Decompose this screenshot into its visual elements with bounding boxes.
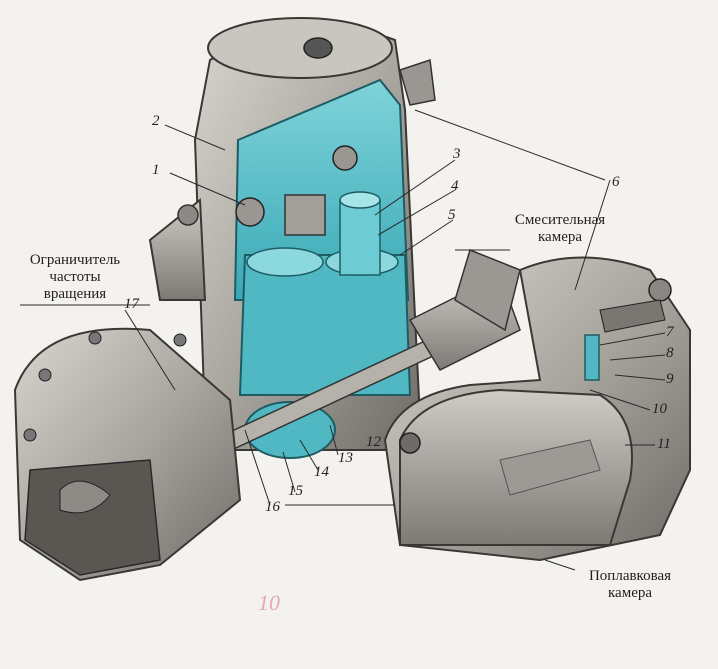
callout-2: 2 — [152, 113, 160, 129]
callout-4: 4 — [451, 178, 459, 194]
cutaway-section — [233, 78, 412, 459]
callout-11: 11 — [657, 436, 671, 452]
callout-8: 8 — [666, 345, 674, 361]
caption-rev-limiter-line-3: вращения — [43, 286, 107, 302]
rev-limiter-housing — [13, 327, 242, 582]
page-mark: 10 — [258, 590, 280, 615]
caption-mixing-chamber-line-2: камера — [537, 229, 583, 245]
callout-7: 7 — [666, 324, 674, 340]
callout-10: 10 — [652, 401, 667, 417]
float-chamber-housing — [383, 256, 691, 562]
caption-float-chamber-line-2: камера — [607, 585, 653, 601]
callout-5: 5 — [448, 207, 456, 223]
caption-rev-limiter: Ограничитель частоты вращения — [5, 252, 145, 303]
callout-9: 9 — [666, 371, 674, 387]
caption-mixing-chamber: Смесительная камера — [505, 212, 615, 246]
callout-15: 15 — [288, 483, 303, 499]
caption-float-chamber: Поплавковая камера — [565, 568, 695, 602]
callout-6: 6 — [612, 174, 620, 190]
callout-14: 14 — [314, 464, 329, 480]
callout-13: 13 — [338, 450, 353, 466]
caption-rev-limiter-line-2: частоты — [49, 269, 101, 285]
leader-lines — [20, 109, 666, 571]
callout-3: 3 — [453, 146, 461, 162]
callout-16: 16 — [265, 499, 280, 515]
callout-17: 17 — [124, 296, 139, 312]
caption-mixing-chamber-line-1: Смесительная — [514, 212, 606, 228]
caption-rev-limiter-line-1: Ограничитель — [29, 252, 121, 268]
callout-1: 1 — [152, 162, 160, 178]
callout-12: 12 — [366, 434, 381, 450]
caption-float-chamber-line-1: Поплавковая — [588, 568, 672, 584]
